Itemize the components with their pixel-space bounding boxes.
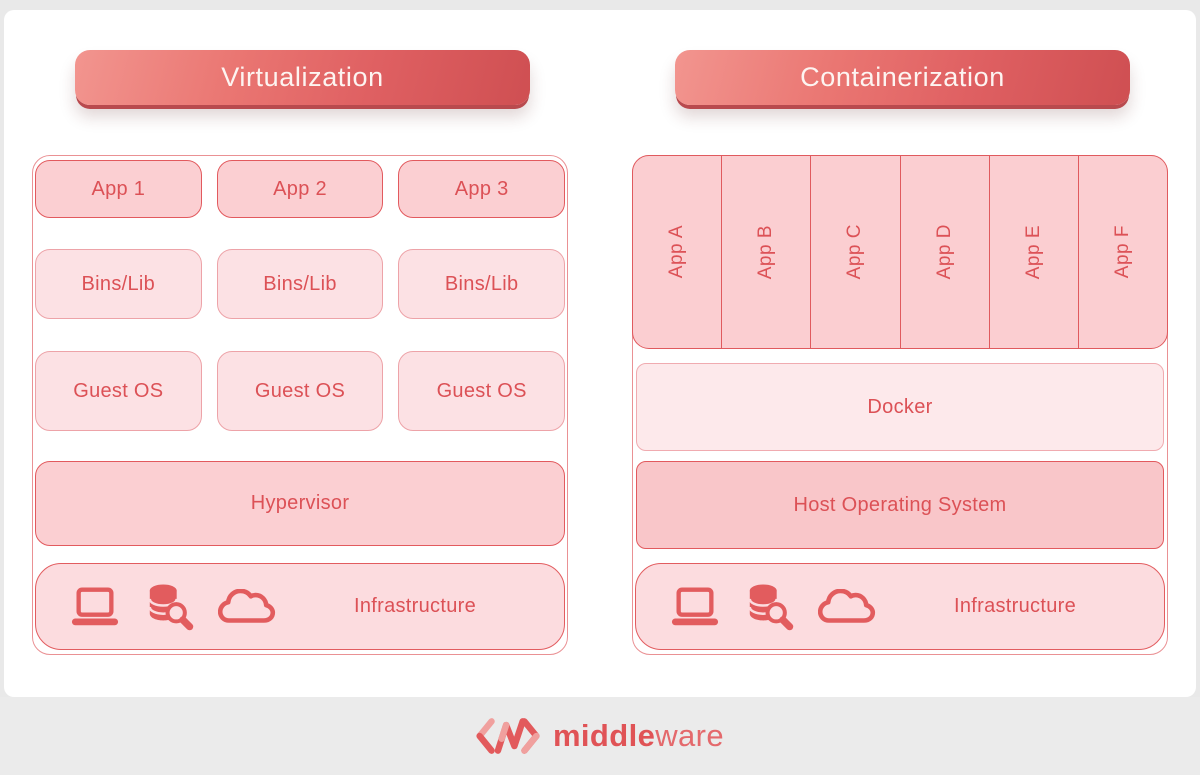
container-app-c-label: App C: [844, 224, 866, 280]
vm-infrastructure-box: Infrastructure: [35, 563, 565, 650]
vm-app-2-label: App 2: [273, 177, 327, 200]
docker-label: Docker: [867, 395, 933, 418]
container-app-d-label: App D: [933, 224, 955, 280]
vm-app-3-box: App 3: [398, 160, 566, 218]
vm-guestos-2-box: Guest OS: [216, 351, 384, 431]
vm-guestos-1-box: Guest OS: [35, 351, 202, 431]
containerization-title: Containerization: [800, 62, 1005, 92]
virtualization-title: Virtualization: [221, 62, 384, 92]
container-app-f: App F: [1079, 156, 1167, 348]
vm-bins-2-box: Bins/Lib: [216, 249, 384, 319]
virtualization-banner: Virtualization: [75, 50, 530, 105]
vm-bins-2-label: Bins/Lib: [263, 272, 337, 295]
container-app-columns: App A App B App C App D App E App F: [632, 155, 1168, 349]
hypervisor-box: Hypervisor: [35, 461, 565, 546]
vm-bins-row: Bins/Lib Bins/Lib Bins/Lib: [35, 249, 566, 319]
containerization-banner: Containerization: [675, 50, 1130, 105]
virtualization-stack: App 1 App 2 App 3 Bins/Lib Bins/Lib Bins…: [32, 155, 568, 655]
brand-bold-text: middle: [552, 718, 656, 753]
vm-bins-3-label: Bins/Lib: [444, 272, 519, 295]
vm-bins-3-box: Bins/Lib: [398, 249, 566, 319]
cloud-icon: [818, 589, 876, 624]
vm-app-2-box: App 2: [216, 160, 384, 218]
vm-guestos-3-box: Guest OS: [398, 351, 566, 431]
brand-light-text: ware: [655, 718, 725, 753]
container-app-b-label: App B: [755, 224, 777, 280]
vm-app-1-label: App 1: [91, 177, 146, 200]
container-infra-icons: [670, 583, 876, 631]
vm-bins-1-label: Bins/Lib: [81, 272, 156, 295]
container-infrastructure-label: Infrastructure: [953, 595, 1077, 617]
vm-guestos-row: Guest OS Guest OS Guest OS: [35, 351, 566, 431]
container-app-e-label: App E: [1022, 224, 1044, 280]
laptop-icon: [70, 586, 120, 628]
vm-guestos-2-label: Guest OS: [254, 379, 346, 402]
vm-app-1-box: App 1: [35, 160, 202, 218]
host-os-label: Host Operating System: [793, 493, 1007, 516]
middleware-logo-icon: [476, 713, 540, 759]
container-infrastructure-box: Infrastructure: [635, 563, 1165, 650]
database-search-icon: [744, 583, 794, 631]
cloud-icon: [218, 589, 276, 624]
docker-box: Docker: [636, 363, 1164, 451]
container-app-e: App E: [990, 156, 1079, 348]
vm-guestos-1-label: Guest OS: [73, 379, 164, 402]
hypervisor-label: Hypervisor: [250, 492, 350, 514]
container-app-f-label: App F: [1111, 225, 1133, 279]
container-app-b: App B: [722, 156, 812, 348]
vm-bins-1-box: Bins/Lib: [35, 249, 202, 319]
vm-infra-icons: [70, 583, 276, 631]
footer-bar: middleware: [0, 697, 1200, 775]
container-app-d: App D: [901, 156, 990, 348]
host-os-box: Host Operating System: [636, 461, 1164, 549]
database-search-icon: [144, 583, 194, 631]
vm-infrastructure-label: Infrastructure: [353, 595, 477, 617]
vm-app-row: App 1 App 2 App 3: [35, 160, 566, 218]
middleware-wordmark: middleware: [553, 718, 724, 754]
container-app-a: App A: [633, 156, 723, 348]
vm-app-3-label: App 3: [454, 177, 509, 200]
laptop-icon: [670, 586, 720, 628]
containerization-stack: App A App B App C App D App E App F Dock…: [632, 155, 1168, 655]
vm-guestos-3-label: Guest OS: [436, 379, 527, 402]
container-app-a-label: App A: [666, 225, 688, 279]
container-app-c: App C: [811, 156, 901, 348]
